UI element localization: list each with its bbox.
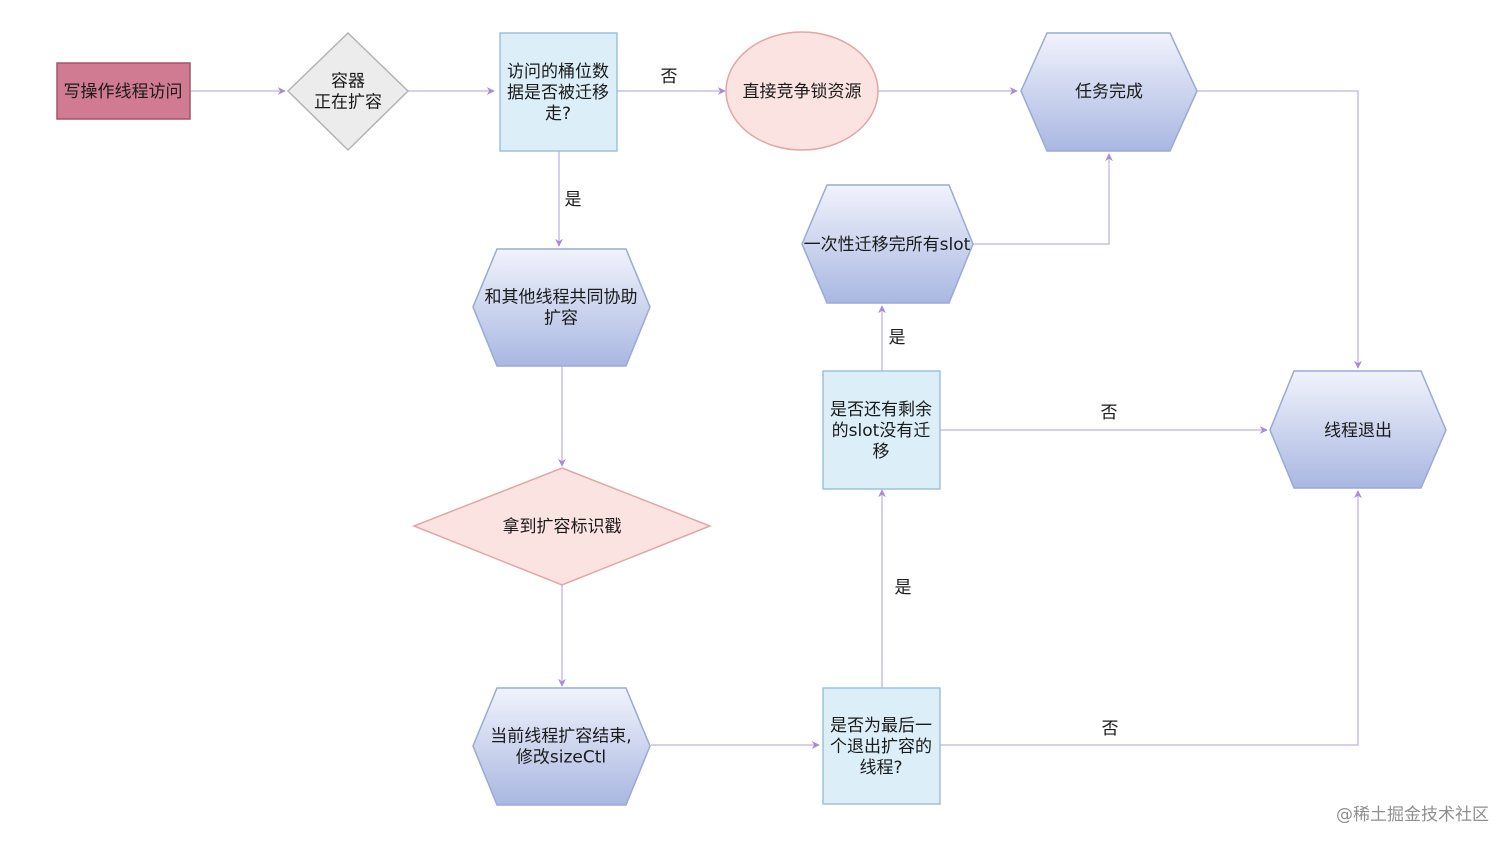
watermark: @稀土掘金技术社区 xyxy=(1336,805,1489,825)
node-label-line: 是否还有剩余 xyxy=(830,400,932,420)
node-last-thread-check-label: 是否为最后一个退出扩容的线程? xyxy=(830,716,932,778)
edge-labels: 否 是 是 否 是 否 xyxy=(565,67,1119,739)
node-label-line: 的slot没有迁 xyxy=(832,421,931,441)
node-label-line: 是否为最后一 xyxy=(830,716,932,736)
node-label-line: 线程退出 xyxy=(1324,421,1392,441)
edge-label-no-remaining: 否 xyxy=(1101,403,1118,423)
node-label-line: 修改sizeCtl xyxy=(516,748,606,768)
node-label-line: 容器 xyxy=(331,72,365,92)
node-resizing: 容器正在扩容 xyxy=(286,31,410,152)
node-remaining-check-label: 是否还有剩余的slot没有迁移 xyxy=(830,400,932,462)
node-help-resize-label: 和其他线程共同协助扩容 xyxy=(485,288,638,329)
node-label-line: 和其他线程共同协助 xyxy=(485,288,638,308)
node-start-label: 写操作线程访问 xyxy=(64,82,183,102)
node-last-thread-check: 是否为最后一个退出扩容的线程? xyxy=(822,687,941,805)
node-get-stamp-label: 拿到扩容标识戳 xyxy=(503,516,622,537)
node-remaining-check: 是否还有剩余的slot没有迁移 xyxy=(822,370,941,490)
node-label-line: 写操作线程访问 xyxy=(64,82,183,102)
node-label-line: 据是否被迁移 xyxy=(507,83,609,103)
node-thread-exit: 线程退出 xyxy=(1269,370,1447,489)
node-resizing-label: 容器正在扩容 xyxy=(314,72,382,113)
edge-label-yes-migrate: 是 xyxy=(889,328,906,348)
edge-label-yes-down: 是 xyxy=(565,190,582,210)
edge-label-yes-last: 是 xyxy=(895,578,912,598)
node-label-line: 线程? xyxy=(859,758,902,778)
node-compete-lock: 直接竞争锁资源 xyxy=(725,31,879,151)
node-migrate-all-label: 一次性迁移完所有slot xyxy=(804,235,971,255)
node-task-done: 任务完成 xyxy=(1020,32,1198,152)
node-label-line: 当前线程扩容结束, xyxy=(490,727,631,747)
node-finish-resize: 当前线程扩容结束,修改sizeCtl xyxy=(472,687,651,806)
node-label-line: 个退出扩容的 xyxy=(830,737,932,757)
node-get-stamp: 拿到扩容标识戳 xyxy=(411,467,713,586)
node-label-line: 访问的桶位数 xyxy=(507,62,609,82)
node-compete-lock-label: 直接竞争锁资源 xyxy=(743,82,862,102)
node-finish-resize-label: 当前线程扩容结束,修改sizeCtl xyxy=(490,727,631,768)
node-label-line: 扩容 xyxy=(544,309,578,329)
edge-task-done-to-thread-exit xyxy=(1197,90,1362,369)
node-label-line: 拿到扩容标识戳 xyxy=(503,516,622,537)
node-label-line: 走? xyxy=(545,104,571,124)
node-help-resize: 和其他线程共同协助扩容 xyxy=(472,248,651,367)
node-thread-exit-label: 线程退出 xyxy=(1324,421,1392,441)
node-migrated-check: 访问的桶位数据是否被迁移走? xyxy=(499,32,618,152)
edge-migrate-all-to-task-done xyxy=(973,153,1113,245)
node-migrate-all: 一次性迁移完所有slot xyxy=(801,184,974,304)
node-task-done-label: 任务完成 xyxy=(1075,82,1143,102)
edge-label-no-last: 否 xyxy=(1102,719,1119,739)
node-migrated-check-label: 访问的桶位数据是否被迁移走? xyxy=(507,62,609,124)
node-label-line: 一次性迁移完所有slot xyxy=(804,235,971,255)
node-label-line: 正在扩容 xyxy=(314,93,382,113)
node-label-line: 移 xyxy=(873,442,890,462)
edges xyxy=(190,87,1362,749)
node-label-line: 任务完成 xyxy=(1075,82,1143,102)
node-label-line: 直接竞争锁资源 xyxy=(743,82,862,102)
edge-last-check-to-thread-exit xyxy=(940,490,1362,746)
node-start: 写操作线程访问 xyxy=(56,62,191,120)
edge-label-no-top: 否 xyxy=(661,67,678,87)
